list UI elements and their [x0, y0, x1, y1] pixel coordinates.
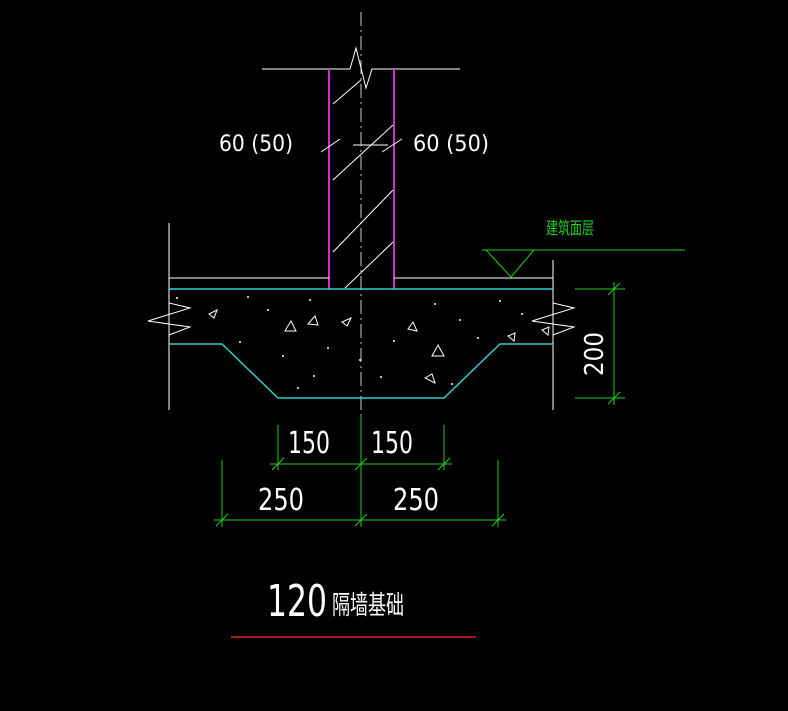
wall-break-line — [262, 46, 460, 90]
wall-hatching — [320, 79, 403, 289]
depth-dimension-label: 200 — [580, 332, 610, 376]
depth-dimension — [575, 282, 625, 405]
outer-dimension — [214, 460, 506, 527]
left-offset-label: 60 (50) — [219, 132, 293, 157]
floor-slab — [168, 223, 554, 410]
inner-left-label: 150 — [288, 426, 330, 461]
foundation-bottom-outline — [169, 343, 553, 399]
floor-finish-label: 建筑面层 — [546, 219, 594, 239]
left-break-symbol — [147, 289, 192, 344]
floor-finish-marker — [482, 249, 685, 278]
inner-dimension — [270, 415, 452, 471]
title-number: 120 — [267, 576, 327, 627]
outer-left-label: 250 — [258, 483, 304, 518]
aggregate-triangles — [208, 308, 550, 384]
title-name: 隔墙基础 — [332, 591, 404, 621]
aggregate-dots — [176, 296, 523, 389]
outer-right-label: 250 — [393, 483, 439, 518]
inner-right-label: 150 — [371, 426, 413, 461]
right-break-symbol — [531, 289, 576, 344]
right-offset-label: 60 (50) — [413, 132, 489, 157]
